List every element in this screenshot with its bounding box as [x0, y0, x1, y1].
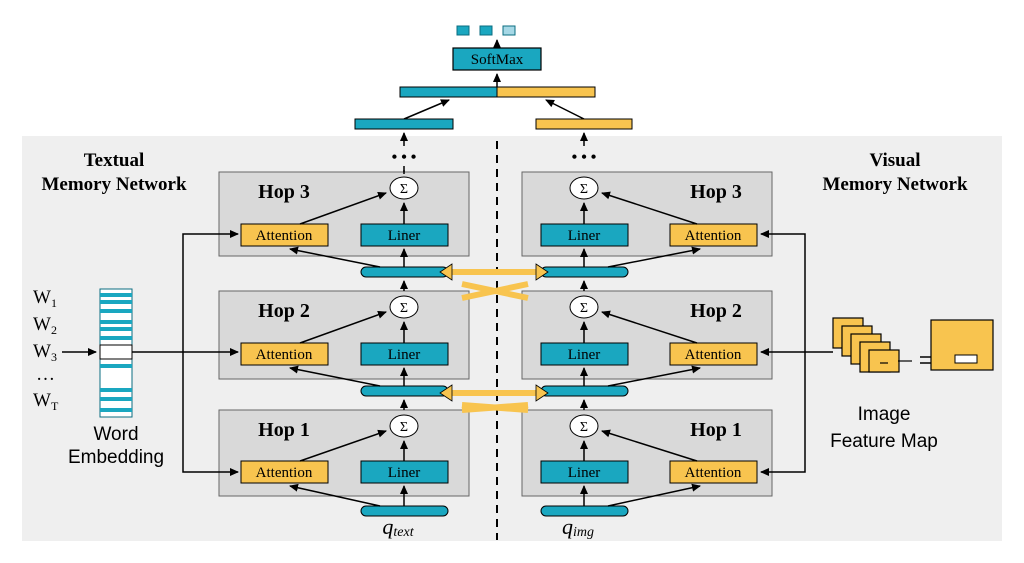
sum-label: Σ [580, 420, 588, 435]
hop-label: Hop 3 [258, 181, 310, 203]
sum-label: Σ [400, 301, 408, 316]
liner-label: Liner [568, 465, 600, 481]
right-hop-1: Hop 1 Liner Attention Σ [521, 409, 773, 497]
left-hop-1: Hop 1 Attention Liner Σ [218, 409, 470, 497]
img-query-bar [540, 505, 629, 517]
hop-label: Hop 1 [258, 419, 310, 441]
liner-label: Liner [568, 347, 600, 363]
output-squares [456, 25, 516, 36]
text-hop1-output [360, 385, 449, 397]
attention-box [669, 342, 758, 366]
liner-label: Liner [568, 228, 600, 244]
attention-label: Attention [256, 465, 313, 481]
softmax-box [452, 47, 542, 71]
attention-box [669, 223, 758, 247]
sum-label: Σ [400, 182, 408, 197]
word-3: W3 [33, 341, 57, 364]
right-hop-3: Hop 3 Liner Attention Σ [521, 171, 773, 257]
output-square [479, 25, 493, 36]
word-t: WT [33, 390, 59, 413]
word-list: W1 W2 W3 … WT [33, 287, 59, 413]
left-hop-3: Hop 3 Attention Liner Σ [218, 170, 470, 257]
img-ellipsis: • • • [572, 149, 597, 166]
sum-label: Σ [580, 182, 588, 197]
output-square [502, 25, 516, 36]
sum-node-icon [569, 295, 599, 319]
img-hop2-output [540, 266, 629, 278]
sum-node-icon [389, 295, 419, 319]
word-2: W2 [33, 314, 57, 337]
word-embedding-label-2: Embedding [68, 447, 164, 468]
text-query-label: qtext [382, 514, 414, 540]
hop-label: Hop 3 [690, 181, 742, 203]
image-label-1: Image [858, 404, 911, 425]
liner-label: Liner [388, 465, 420, 481]
textual-title-1: Textual [84, 150, 145, 171]
sum-label: Σ [580, 301, 588, 316]
concat-bar-text [399, 86, 498, 98]
sum-label: Σ [400, 420, 408, 435]
right-hop-2: Hop 2 Liner Attention Σ [521, 290, 773, 380]
text-hop2-output [360, 266, 449, 278]
hop-label: Hop 2 [690, 300, 742, 322]
textual-title-2: Memory Network [41, 174, 187, 195]
sum-node-icon [569, 176, 599, 200]
liner-label: Liner [388, 347, 420, 363]
text-query-bar [360, 505, 449, 517]
word-dots: … [36, 364, 55, 385]
output-square [456, 25, 470, 36]
text-ellipsis: • • • [392, 149, 417, 166]
attention-label: Attention [685, 228, 742, 244]
word-embedding-label-1: Word [93, 424, 138, 445]
attention-box [669, 460, 758, 484]
attention-box [240, 460, 329, 484]
attention-box [240, 223, 329, 247]
attention-label: Attention [685, 465, 742, 481]
hop-label: Hop 2 [258, 300, 310, 322]
word-embedding-icon [99, 288, 133, 418]
img-output-bar [535, 118, 633, 130]
img-query-label: qimg [562, 514, 594, 540]
image-label-2: Feature Map [830, 431, 938, 452]
hop-label: Hop 1 [690, 419, 742, 441]
attention-label: Attention [256, 347, 313, 363]
visual-title-1: Visual [869, 150, 920, 171]
cross-arrow-icon [439, 263, 549, 413]
img-hop1-output [540, 385, 629, 397]
softmax-label: SoftMax [471, 52, 524, 68]
liner-label: Liner [388, 228, 420, 244]
word-1: W1 [33, 287, 57, 310]
sum-node-icon [569, 414, 599, 438]
left-hop-2: Hop 2 Attention Liner Σ [218, 290, 470, 380]
visual-title-2: Memory Network [822, 174, 968, 195]
sum-node-icon [389, 414, 419, 438]
attention-label: Attention [256, 228, 313, 244]
text-output-bar [354, 118, 454, 130]
attention-label: Attention [685, 347, 742, 363]
concat-bar-img [496, 86, 596, 98]
sum-node-icon [389, 176, 419, 200]
image-feature-map-icon [832, 317, 994, 373]
attention-box [240, 342, 329, 366]
